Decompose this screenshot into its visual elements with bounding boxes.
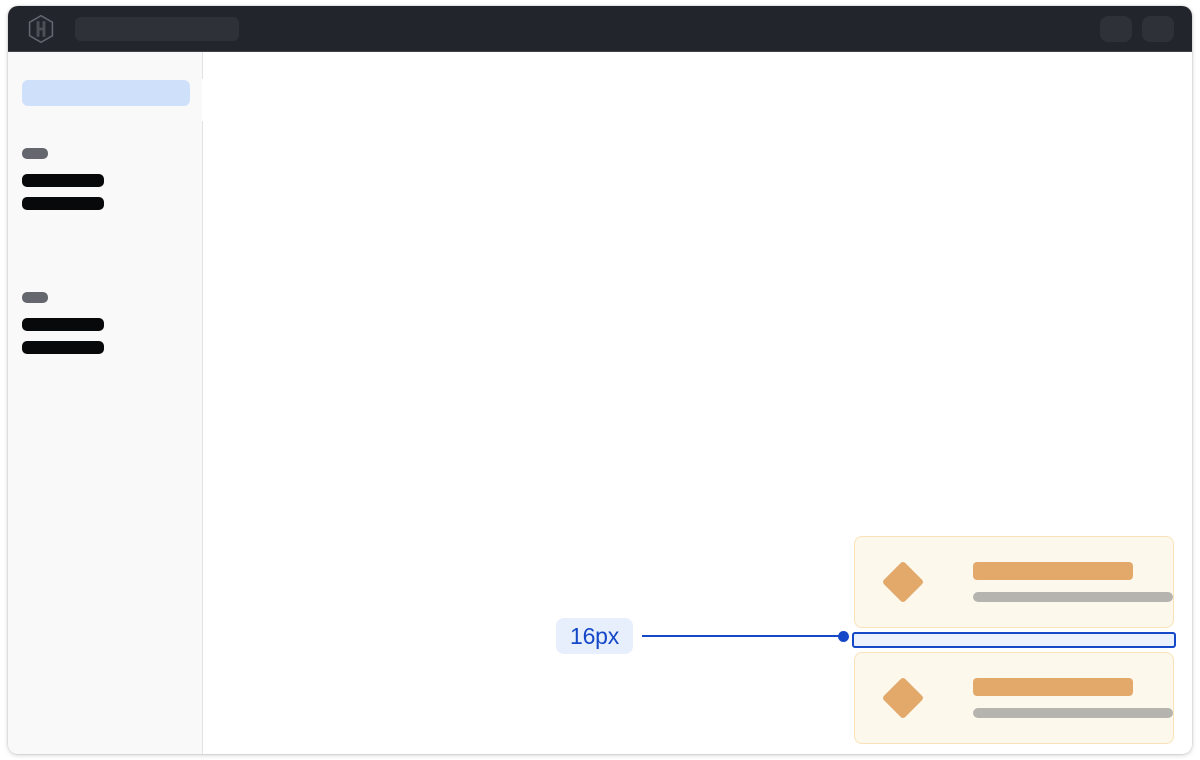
sidebar-item-2-1[interactable]	[22, 318, 104, 331]
sidebar-group-label	[22, 148, 48, 159]
hashicorp-hexagon-logo-icon[interactable]	[28, 15, 54, 43]
sidebar-item-1-1[interactable]	[22, 174, 104, 187]
gap-measure-highlight[interactable]	[852, 632, 1176, 648]
sidebar-item-1-2[interactable]	[22, 197, 104, 210]
sidebar-item-2-2[interactable]	[22, 341, 104, 354]
diamond-icon	[881, 560, 925, 604]
measurement-leader-line	[642, 635, 840, 637]
card-item[interactable]	[854, 652, 1174, 744]
card-item[interactable]	[854, 536, 1174, 628]
card-text-block	[973, 678, 1173, 718]
measurement-value-chip: 16px	[556, 618, 634, 654]
sidebar	[8, 52, 203, 754]
topbar-action-1[interactable]	[1100, 16, 1132, 42]
main-canvas	[203, 52, 1192, 754]
global-search-input[interactable]	[75, 17, 239, 41]
card-text-block	[973, 562, 1173, 602]
sidebar-active-item[interactable]	[22, 80, 190, 106]
card-title	[973, 678, 1133, 696]
top-navigation-bar	[8, 6, 1192, 52]
sidebar-group-2	[22, 292, 104, 354]
topbar-action-2[interactable]	[1142, 16, 1174, 42]
sidebar-group-1	[22, 148, 104, 210]
sidebar-group-label	[22, 292, 48, 303]
measurement-endpoint-dot	[838, 630, 850, 642]
app-window: 16px	[8, 6, 1192, 754]
measurement-annotation: 16px	[556, 618, 850, 654]
card-title	[973, 562, 1133, 580]
app-body	[8, 52, 1192, 754]
card-subtitle	[973, 592, 1173, 602]
card-subtitle	[973, 708, 1173, 718]
diamond-icon	[881, 676, 925, 720]
cards-stack	[852, 536, 1176, 744]
